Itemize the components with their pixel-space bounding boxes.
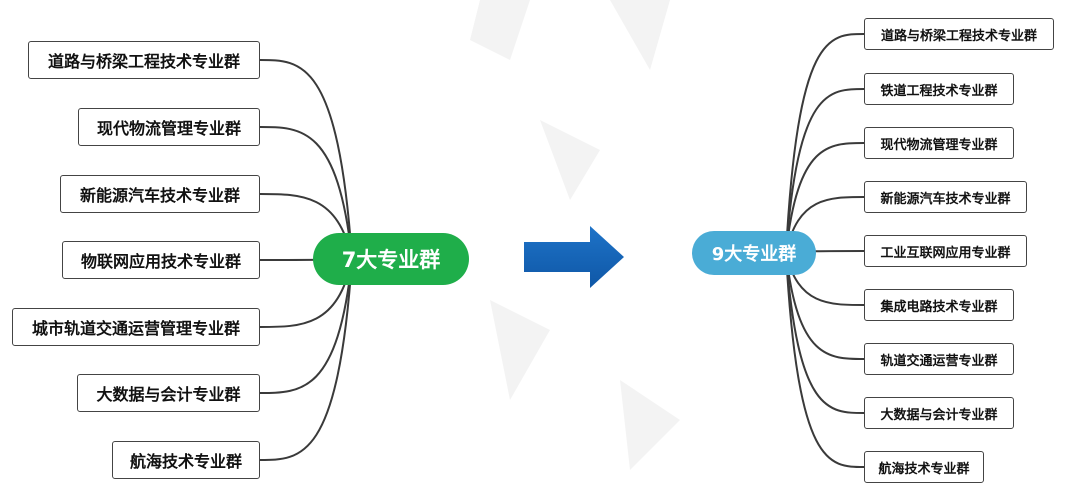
connector-line (785, 252, 865, 414)
connector-line (259, 59, 353, 260)
right-node: 工业互联网应用专业群 (864, 235, 1027, 267)
connector-line (259, 126, 353, 260)
connector-line (785, 33, 865, 254)
right-node: 大数据与会计专业群 (864, 397, 1014, 429)
left-node: 道路与桥梁工程技术专业群 (28, 41, 260, 79)
right-node: 集成电路技术专业群 (864, 289, 1014, 321)
right-node: 铁道工程技术专业群 (864, 73, 1014, 105)
background-decoration (470, 0, 680, 470)
connector-line (259, 258, 353, 461)
right-node: 道路与桥梁工程技术专业群 (864, 18, 1054, 50)
left-node: 城市轨道交通运营管理专业群 (12, 308, 260, 346)
right-node: 轨道交通运营专业群 (864, 343, 1014, 375)
left-node: 航海技术专业群 (112, 441, 260, 479)
left-node: 物联网应用技术专业群 (62, 241, 260, 279)
left-node: 现代物流管理专业群 (78, 108, 260, 146)
left-node: 大数据与会计专业群 (77, 374, 260, 412)
right-arrow-icon (524, 226, 624, 288)
right-node: 航海技术专业群 (864, 451, 984, 483)
left-hub: 7大专业群 (313, 233, 469, 285)
connector-line (785, 142, 865, 254)
connector-line (259, 258, 353, 394)
left-node: 新能源汽车技术专业群 (60, 175, 260, 213)
connector-line (785, 252, 865, 360)
right-node: 新能源汽车技术专业群 (864, 181, 1027, 213)
connector-line (785, 88, 865, 254)
connector-line (785, 252, 865, 468)
right-node: 现代物流管理专业群 (864, 127, 1014, 159)
right-hub: 9大专业群 (692, 231, 816, 275)
